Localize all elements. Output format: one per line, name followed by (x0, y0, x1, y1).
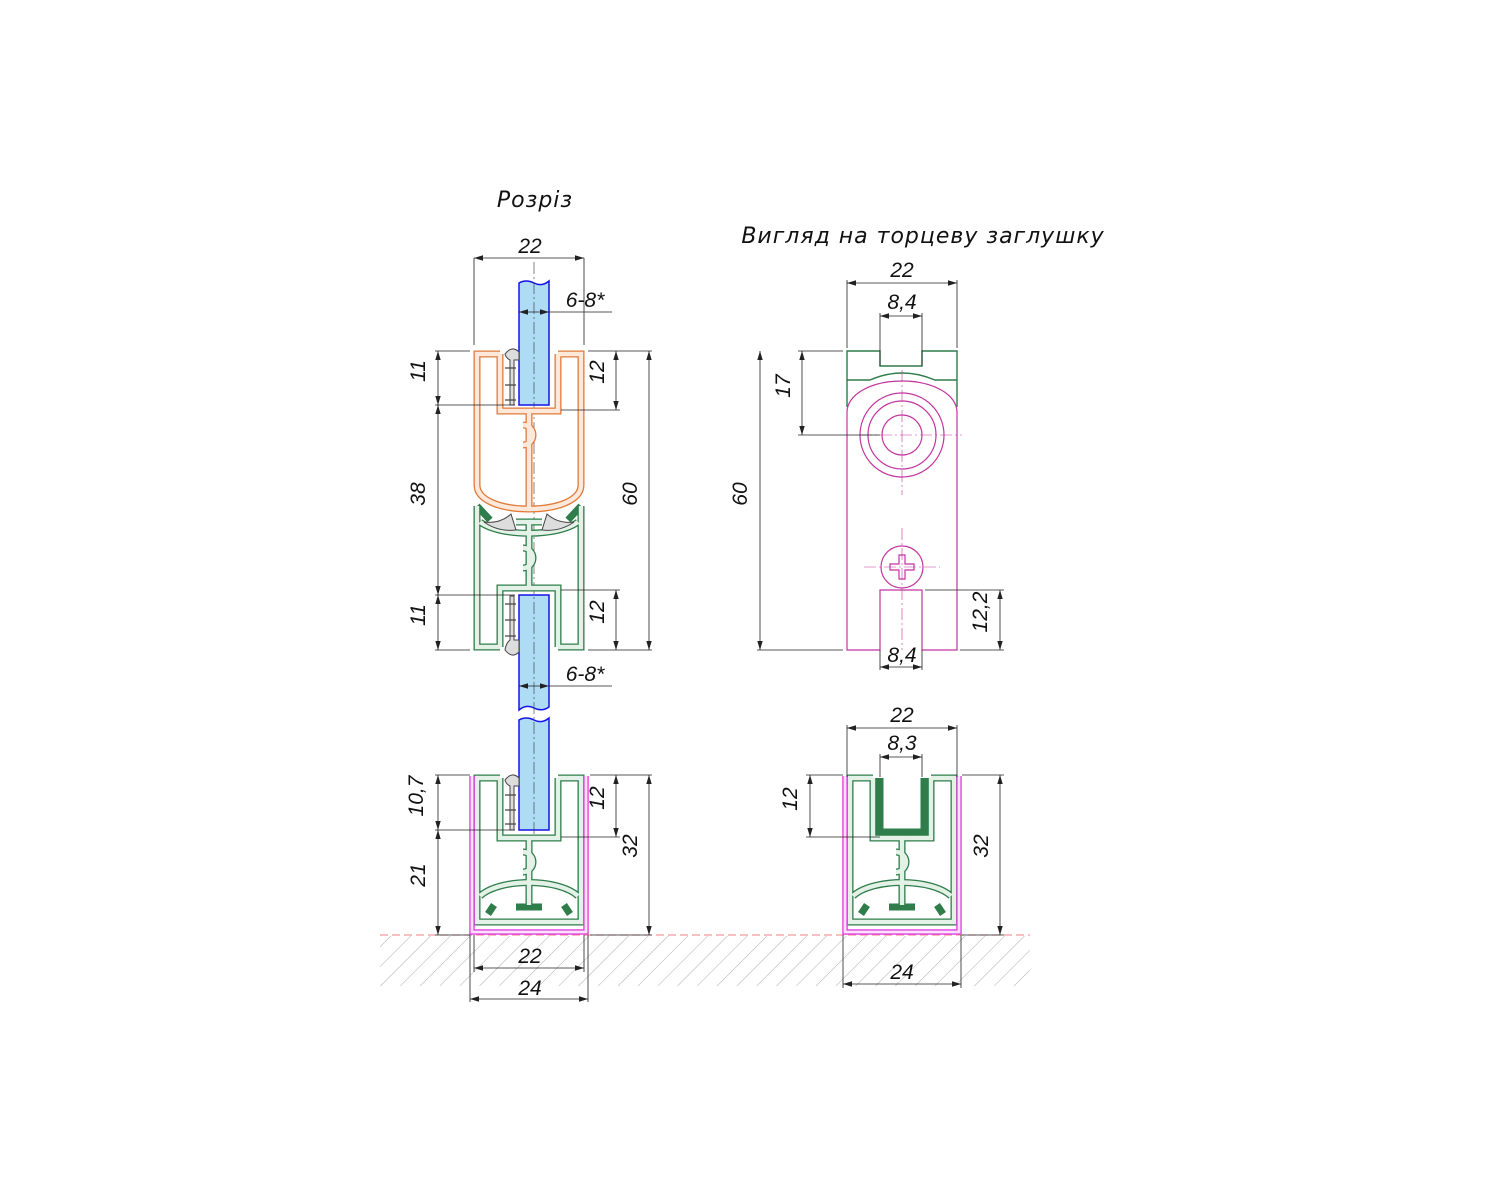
dim-total-60: 60 (619, 482, 642, 506)
section-title: Розріз (497, 188, 573, 213)
dim-base-22: 22 (517, 945, 542, 968)
dim-base-12: 12 (586, 786, 609, 810)
dim-base-10-7: 10,7 (405, 774, 428, 816)
section-dimensions (435, 255, 652, 1002)
dim-top-11: 11 (407, 360, 430, 382)
dim-cap-slot-8-4: 8,4 (887, 644, 916, 667)
dim-glass-lower: 6-8* (566, 663, 605, 686)
end-cap-dimensions (757, 280, 1004, 988)
dim-top-width: 22 (517, 235, 542, 258)
end-cap-base-profile (842, 774, 962, 935)
dim-base-24: 24 (517, 977, 541, 1000)
dim-mid-38: 38 (407, 482, 430, 506)
base-profile (469, 774, 589, 935)
dim-cap-base-12: 12 (779, 787, 802, 811)
dim-cap-60: 60 (729, 482, 752, 506)
dim-cap-17: 17 (772, 373, 795, 398)
dim-cap-width-22: 22 (889, 259, 914, 282)
dim-cap-base-24: 24 (889, 961, 913, 984)
dim-cap-base-32: 32 (970, 834, 993, 858)
screw-icon (880, 545, 924, 589)
dim-lower-11: 11 (407, 604, 430, 626)
dim-cap-base-8-3: 8,3 (887, 732, 917, 755)
top-profile (473, 350, 585, 513)
dim-top-12: 12 (586, 360, 609, 384)
dim-glass-top: 6-8* (566, 289, 605, 312)
dim-lower-12: 12 (586, 600, 609, 624)
gasket-base (504, 774, 520, 831)
gasket-top (504, 348, 520, 406)
dim-base-21: 21 (407, 863, 430, 887)
dim-cap-slot-12-2: 12,2 (969, 591, 992, 632)
ground (380, 934, 1030, 986)
dim-base-32: 32 (619, 834, 642, 858)
dim-cap-notch-8-4: 8,4 (887, 291, 916, 314)
end-cap-view-title: Вигляд на торцеву заглушку (741, 224, 1104, 249)
middle-profile (473, 503, 585, 651)
gasket-middle (483, 513, 575, 656)
end-cap (846, 350, 962, 651)
dim-cap-base-22: 22 (889, 704, 914, 727)
